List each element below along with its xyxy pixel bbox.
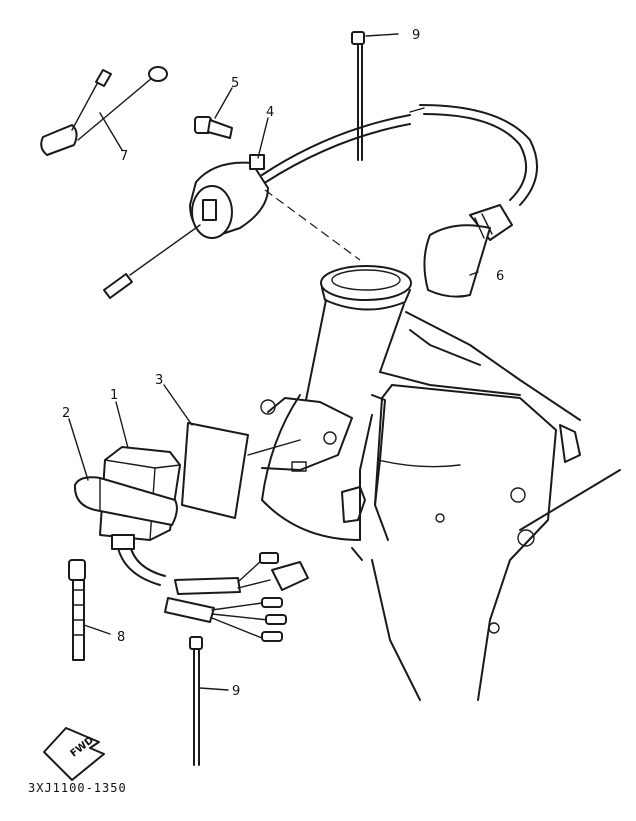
callout-2: 2 xyxy=(62,406,70,421)
cdi-rubber-band xyxy=(73,476,178,526)
earth-lead xyxy=(40,66,168,156)
leader-line-plate-to-frame xyxy=(247,439,301,456)
cable-tie-bottom xyxy=(189,636,229,766)
callout-9-bottom: 9 xyxy=(232,684,240,699)
callout-8: 8 xyxy=(117,630,125,645)
wire-harness-connectors xyxy=(164,552,309,642)
callout-3: 3 xyxy=(155,373,163,388)
spark-plug-cap xyxy=(423,204,513,298)
callout-9-top: 9 xyxy=(412,28,420,43)
cable-tie-large xyxy=(68,559,111,661)
callout-4: 4 xyxy=(266,105,274,120)
callout-6: 6 xyxy=(496,269,504,284)
callout-7: 7 xyxy=(120,149,128,164)
coil-mounting-bolt xyxy=(194,116,233,139)
callout-1: 1 xyxy=(110,388,118,403)
ignition-coil xyxy=(103,154,269,299)
frame-assembly xyxy=(260,265,621,701)
callout-leaders xyxy=(68,87,479,481)
high-tension-lead xyxy=(261,104,538,206)
leader-line-coil-to-frame xyxy=(264,189,361,261)
callout-5: 5 xyxy=(231,76,239,91)
cable-tie-top xyxy=(351,31,399,161)
forward-direction-arrow xyxy=(43,727,105,781)
drawing-code: 3XJ1100-1350 xyxy=(28,781,127,795)
cdi-damper-plate xyxy=(181,422,249,519)
